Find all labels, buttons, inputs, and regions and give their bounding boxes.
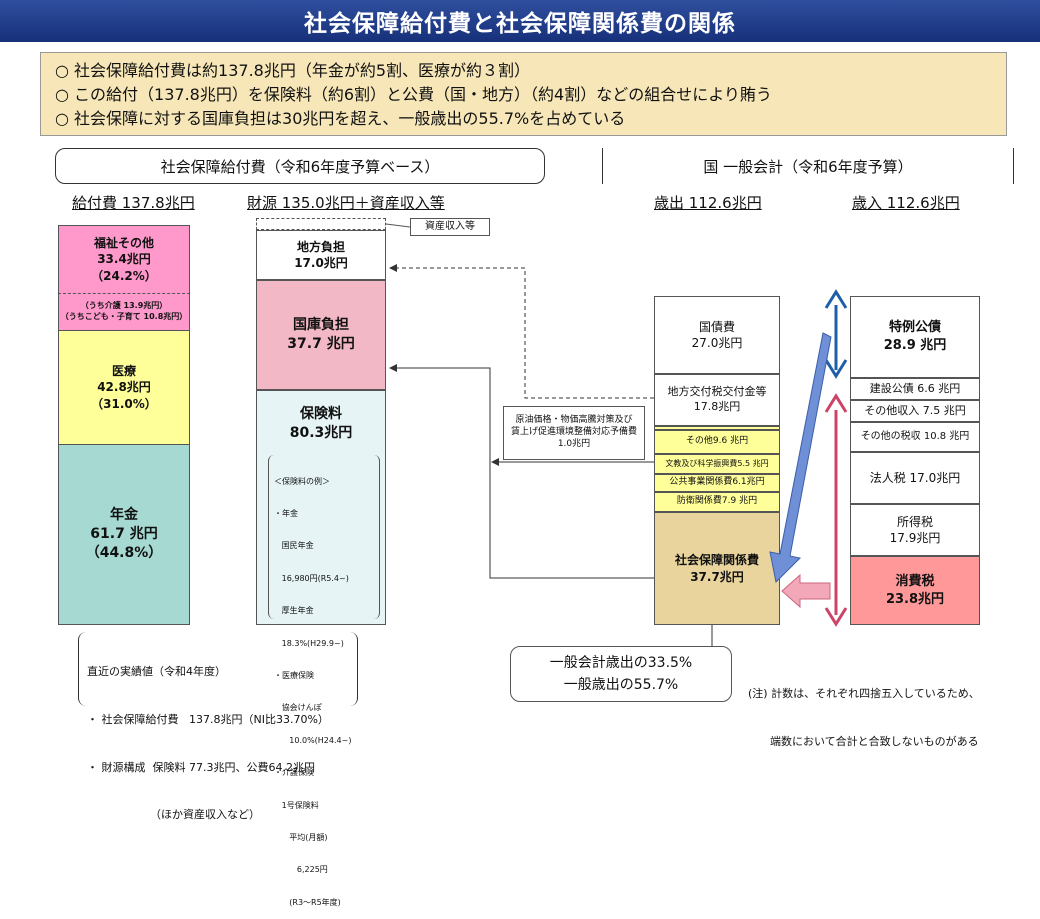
blue-arrow-down-icon (824, 359, 848, 379)
debt-service-block: 国債費 27.0兆円 (654, 296, 780, 374)
medical-block: 医療 42.8兆円 （31.0%） (58, 330, 190, 445)
social-security-label: 社会保障関係費 (674, 553, 759, 568)
premium-example-line: 協会けんぽ (274, 703, 322, 713)
local-burden-label: 地方負担 (296, 239, 345, 254)
special-bond-value: 28.9 兆円 (883, 338, 947, 353)
footnote-line: (注) 計数は、それぞれ四捨五入しているため、 (748, 686, 980, 700)
actual-line: ・ 財源構成 保険料 77.3兆円、公費64.2兆円 (87, 760, 315, 774)
local-allocation-arrow (389, 264, 654, 399)
premium-example-line: 6,225円 (274, 865, 328, 875)
premium-example-line: (R3～R5年度) (274, 897, 341, 907)
reserve-fund-slot (654, 426, 780, 430)
local-allocation-block: 地方交付税交付金等 17.8兆円 (654, 374, 780, 426)
expenditure-header: 歳出 112.6兆円 (654, 194, 762, 212)
reserve-line: 原油価格・物価高騰対策及び (515, 415, 633, 426)
premium-label: 保険料 (300, 406, 342, 422)
income-tax-block: 所得税 17.9兆円 (850, 504, 980, 556)
asset-income-slot (256, 218, 386, 230)
summary-line: ○ この給付（137.8兆円）を保険料（約6割）と公費（国・地方）（約4割）など… (55, 85, 772, 104)
red-arrow-down-icon (824, 607, 848, 627)
share-line: 一般会計歳出の33.5% (549, 654, 693, 671)
consumption-tax-label: 消費税 (895, 573, 935, 589)
red-arrow-up-icon (824, 393, 848, 413)
reserve-fund-note: 原油価格・物価高騰対策及び 賃上げ促進環境整備対応予備費 1.0兆円 (503, 406, 645, 460)
local-burden-block: 地方負担 17.0兆円 (256, 230, 386, 280)
reserve-line: 1.0兆円 (557, 438, 591, 449)
social-security-expense-block: 社会保障関係費 37.7兆円 (654, 512, 780, 625)
national-burden-block: 国庫負担 37.7 兆円 (256, 280, 386, 390)
special-bond-label: 特例公債 (888, 320, 941, 336)
revenue-header: 歳入 112.6兆円 (852, 194, 960, 212)
welfare-breakdown: （うち介護 13.9兆円） （うちこども・子育て 10.8兆円） (58, 293, 190, 330)
actual-line: （ほか資産収入など） (87, 808, 260, 822)
consumption-tax-value: 23.8兆円 (885, 591, 945, 607)
welfare-value: 33.4兆円 (97, 252, 151, 267)
construction-bond-block: 建設公債 6.6 兆円 (850, 378, 980, 400)
connector-layer (385, 223, 848, 646)
welfare-block: 福祉その他 33.4兆円 （24.2%） (58, 225, 190, 293)
asset-pointer-line (385, 223, 411, 228)
social-benefit-section-title: 社会保障給付費（令和6年度予算ベース） (55, 148, 545, 184)
premium-example-line: 16,980円(R5.4~) (274, 573, 349, 583)
pension-label: 年金 (110, 507, 138, 524)
premium-example-line: ・医療保険 (274, 670, 314, 680)
pension-block: 年金 61.7 兆円 （44.8%） (58, 444, 190, 625)
social-security-value: 37.7兆円 (690, 569, 744, 584)
share-callout: 一般会計歳出の33.5% 一般歳出の55.7% (510, 646, 732, 702)
national-burden-label: 国庫負担 (293, 317, 349, 334)
local-allocation-label: 地方交付税交付金等 (667, 385, 767, 399)
share-line: 一般歳出の55.7% (563, 677, 679, 693)
other-income-block: その他収入 7.5 兆円 (850, 400, 980, 422)
summary-line: ○ 社会保障に対する国庫負担は30兆円を超え、一般歳出の55.7%を占めている (55, 109, 626, 128)
defense-block: 防衛関係費7.9 兆円 (654, 492, 780, 512)
national-burden-value: 37.7 兆円 (287, 336, 355, 352)
social-security-arrow (389, 364, 654, 579)
special-bond-block: 特例公債 28.9 兆円 (850, 296, 980, 378)
premium-example-line: 平均(月額) (274, 832, 328, 842)
asset-income-label: 資産収入等 (410, 218, 490, 236)
education-block: 文教及び科学振興費5.5 兆円 (654, 454, 780, 474)
premium-example-line: 10.0%(H24.4~) (274, 735, 352, 745)
pension-value: 61.7 兆円 (90, 526, 158, 543)
care-note: （うち介護 13.9兆円） (80, 301, 168, 311)
pension-pct: （44.8%） (85, 544, 163, 561)
premium-example-line: ・年金 (274, 508, 298, 518)
debt-service-label: 国債費 (698, 319, 735, 334)
summary-box: ○ 社会保障給付費は約137.8兆円（年金が約5割、医療が約３割） ○ この給付… (40, 52, 1007, 136)
premium-example-line: 18.3%(H29.9~) (274, 638, 344, 648)
other-tax-block: その他の税収 10.8 兆円 (850, 422, 980, 452)
general-account-section-title: 国 一般会計（令和6年度予算） (602, 148, 1014, 184)
footnote-line: 端数において合計と合致しないものがある (770, 734, 979, 748)
income-tax-label: 所得税 (896, 514, 933, 529)
medical-pct: （31.0%） (91, 396, 157, 411)
tax-to-social-arrow-icon (781, 573, 831, 609)
insurance-premium-block: 保険料 80.3兆円 (256, 390, 386, 625)
income-tax-value: 17.9兆円 (889, 531, 941, 545)
summary-line: ○ 社会保障給付費は約137.8兆円（年金が約5割、医療が約３割） (55, 61, 531, 80)
welfare-label: 福祉その他 (93, 236, 154, 251)
premium-example-line: 国民年金 (274, 541, 314, 551)
other-expenditure-block: その他9.6 兆円 (654, 430, 780, 454)
consumption-tax-block: 消費税 23.8兆円 (850, 556, 980, 625)
corporate-tax-block: 法人税 17.0兆円 (850, 452, 980, 504)
medical-label: 医療 (111, 364, 136, 379)
funding-header: 財源 135.0兆円＋資産収入等 (247, 194, 445, 212)
reserve-line: 賃上げ促進環境整備対応予備費 (510, 427, 637, 438)
local-allocation-value: 17.8兆円 (693, 400, 741, 413)
premium-example-line: 厚生年金 (274, 606, 314, 616)
bond-to-social-arrow-icon (769, 332, 832, 584)
childcare-note: （うちこども・子育て 10.8兆円） (60, 312, 188, 321)
premium-value: 80.3兆円 (289, 424, 353, 441)
premium-example-line: ＜保険料の例＞ (274, 476, 330, 486)
public-works-block: 公共事業関係費6.1兆円 (654, 474, 780, 492)
debt-service-value: 27.0兆円 (691, 336, 743, 350)
local-burden-value: 17.0兆円 (294, 256, 348, 270)
benefit-header: 給付費 137.8兆円 (72, 194, 195, 212)
blue-arrow-up-icon (824, 289, 848, 309)
page-title: 社会保障給付費と社会保障関係費の関係 (0, 0, 1040, 42)
welfare-pct: （24.2%） (91, 268, 157, 283)
actual-line: 直近の実績値（令和4年度） (87, 664, 226, 678)
medical-value: 42.8兆円 (97, 380, 151, 395)
